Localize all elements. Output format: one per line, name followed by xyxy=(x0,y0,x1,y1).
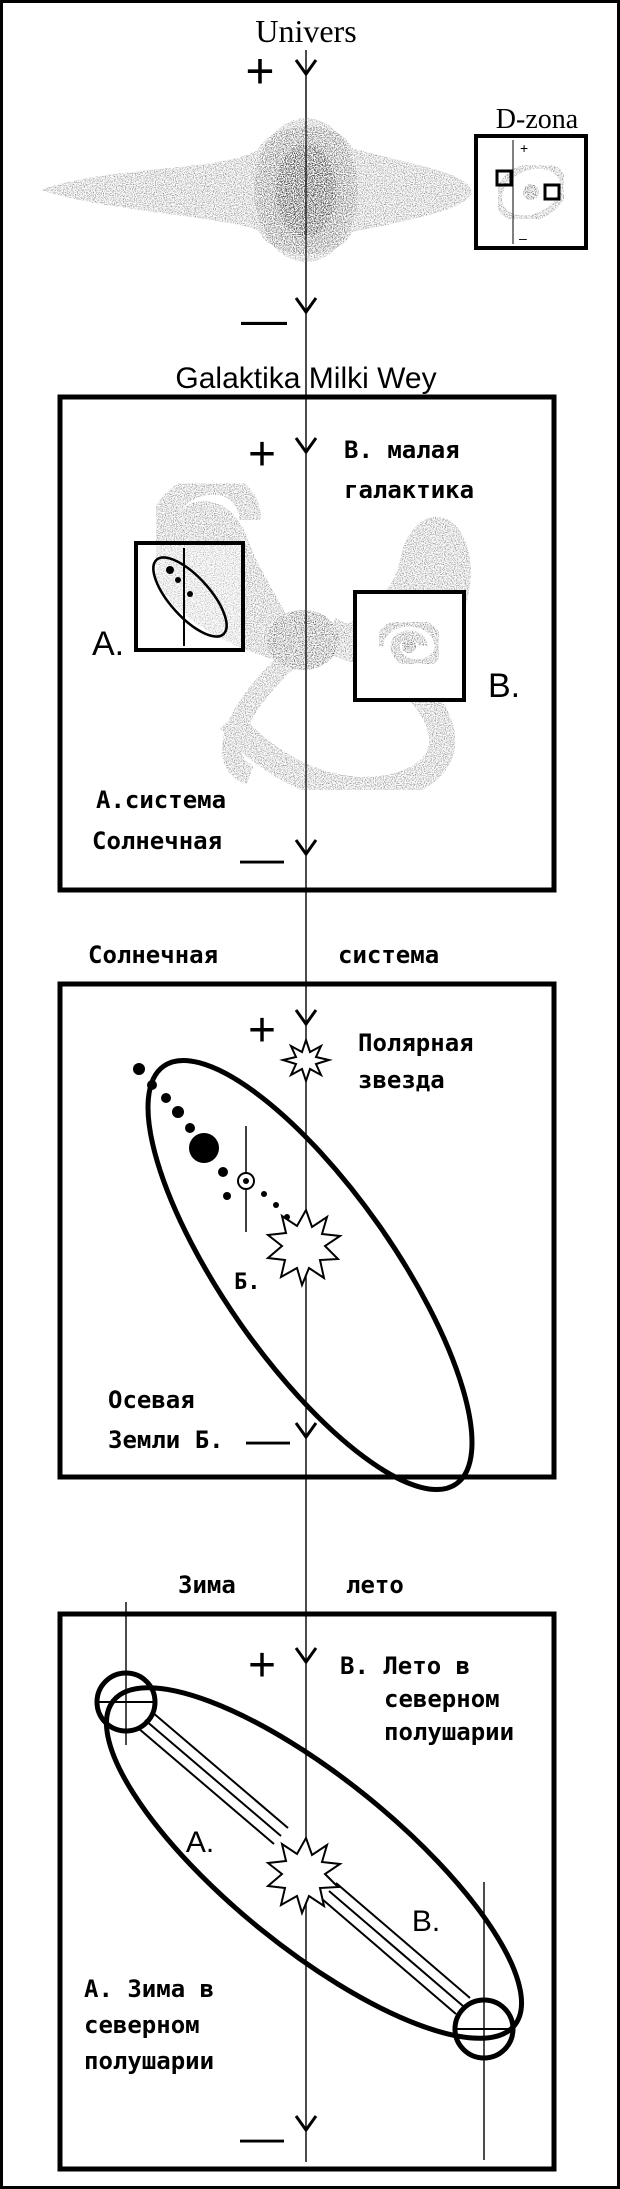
seasons-minus-sign: — xyxy=(240,2113,284,2162)
small-galaxy-label-line2: галактика xyxy=(344,476,474,504)
univers-plus-sign: + xyxy=(245,43,274,99)
axis-arrow-icon xyxy=(294,839,318,857)
box-b-label: В. xyxy=(488,667,520,705)
earth-b-label: Б. xyxy=(234,1270,261,1295)
small-galaxy-label-line1: В. малая xyxy=(344,436,460,464)
summer-title: лето xyxy=(346,1571,404,1599)
axis-arrow-icon xyxy=(294,59,318,77)
box-a-label: А. xyxy=(92,625,124,663)
univers-title: Univers xyxy=(255,13,356,49)
position-b-label: В. xyxy=(412,1905,440,1938)
winter-label-line1: А. Зима в xyxy=(84,1975,214,2003)
position-a-label: А. xyxy=(186,1826,214,1859)
earth-core xyxy=(243,1178,249,1184)
axis-arrow-icon xyxy=(294,1422,318,1440)
planet-chain xyxy=(133,1063,290,1220)
axis-arrow-icon xyxy=(294,2115,318,2133)
solar-system-label-line2: Солнечная xyxy=(92,827,222,855)
earth-summer-icon xyxy=(452,1997,516,2061)
solar-title-left: Солнечная xyxy=(88,941,218,969)
galaxy-minus-sign: — xyxy=(240,834,284,883)
winter-label-line2: северном xyxy=(84,2011,200,2039)
winter-label-line3: полушарии xyxy=(84,2047,214,2075)
solar-system-box-a xyxy=(134,541,245,652)
solar-title-right: система xyxy=(338,941,439,969)
solar-plus-sign: + xyxy=(248,1004,276,1057)
seasons-frame xyxy=(57,1611,557,2172)
earth-orbit-diameter-lines xyxy=(137,1711,471,2015)
sun-icon xyxy=(265,1835,343,1917)
dzone-inset: + – xyxy=(474,134,588,250)
axis-arrow-icon xyxy=(294,437,318,455)
polar-star-label-line1: Полярная xyxy=(358,1029,474,1057)
axis-arrow-icon xyxy=(294,297,318,315)
polar-star-icon xyxy=(279,1036,333,1085)
summer-label-line2: северном xyxy=(384,1685,500,1713)
axis-arrow-icon xyxy=(294,1009,318,1027)
galaxy-plus-sign: + xyxy=(248,428,276,481)
polar-star-label-line2: звезда xyxy=(358,1066,445,1094)
solar-system-label-line1: А.система xyxy=(96,786,226,814)
summer-label-line1: В. Лето в xyxy=(340,1652,470,1680)
univers-minus-sign: — xyxy=(241,293,287,345)
earth-axis-label-line1: Осевая xyxy=(108,1386,195,1414)
solar-orbit-ellipse xyxy=(145,1058,475,1492)
earth-winter-icon xyxy=(94,1670,158,1734)
earth-axis-label-line2: Земли Б. xyxy=(108,1426,224,1454)
axis-arrow-icon xyxy=(294,1647,318,1665)
seasons-plus-sign: + xyxy=(248,1639,276,1692)
dzone-minus-sign: – xyxy=(519,230,527,246)
summer-label-line3: полушарии xyxy=(384,1718,514,1746)
dzone-label: D-zona xyxy=(496,104,579,135)
galaxy-title: Galaktika Milki Wey xyxy=(175,362,436,395)
solar-minus-sign: — xyxy=(246,1415,290,1464)
solar-frame xyxy=(57,981,557,1480)
dzone-plus-sign: + xyxy=(520,140,528,156)
small-galaxy-box-b xyxy=(353,590,466,702)
edge-on-galaxy xyxy=(40,118,472,262)
galaxy-frame xyxy=(57,394,557,893)
winter-title: Зима xyxy=(178,1571,236,1599)
sun-icon xyxy=(265,1207,343,1289)
